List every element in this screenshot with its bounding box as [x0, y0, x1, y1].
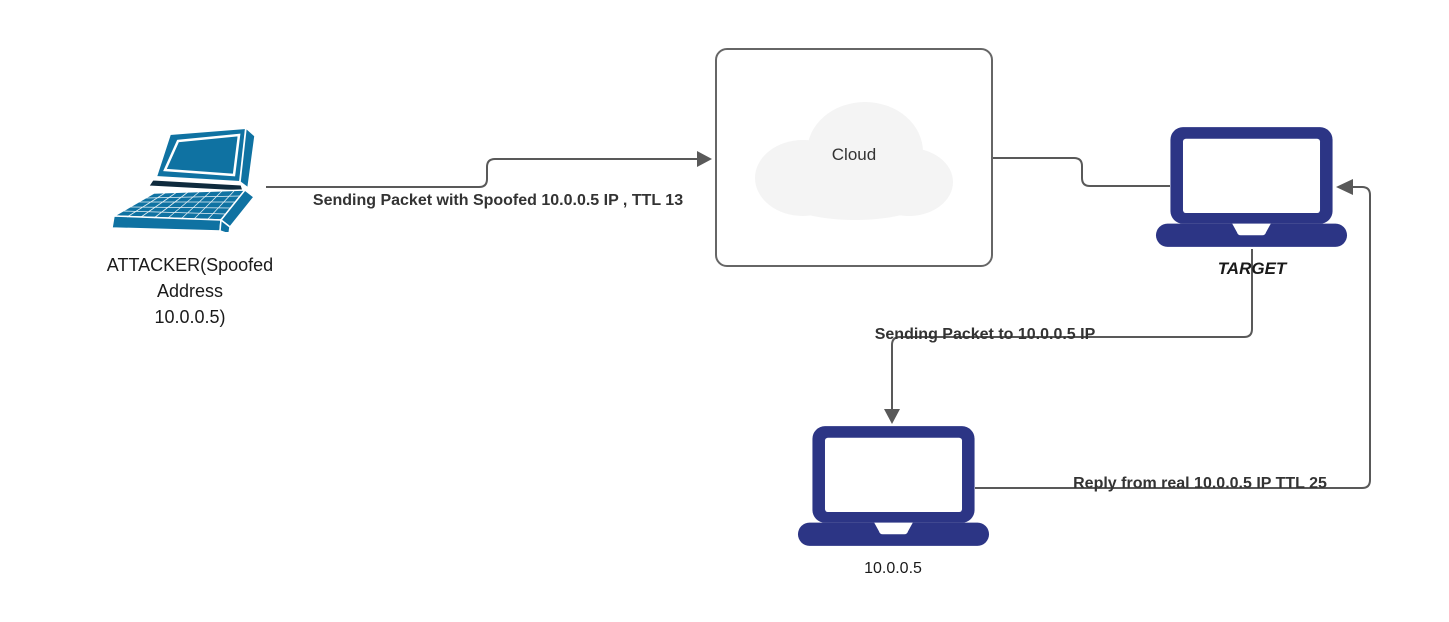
connector-attacker-to-cloud [266, 158, 698, 188]
cloud-icon [755, 102, 953, 220]
connector-cloud-to-target [991, 157, 1170, 187]
attacker-label: ATTACKER(Spoofed Address 10.0.0.5) [106, 255, 274, 327]
arrowhead-into-target [1336, 179, 1353, 195]
cloud-label: Cloud [831, 145, 877, 164]
cloud-node: Cloud [715, 48, 993, 267]
target-node [1155, 125, 1348, 249]
arrowhead-into-cloud [697, 151, 712, 167]
attacker-node [108, 126, 263, 235]
laptop-icon [1155, 127, 1348, 247]
real-host-node [797, 424, 990, 548]
edge-label-real-host-to-target: Reply from real 10.0.0.5 IP TTL 25 [1073, 475, 1327, 492]
edge-label-target-to-real-host: Sending Packet to 10.0.0.5 IP [874, 326, 1096, 343]
target-label: TARGET [1217, 259, 1287, 278]
laptop-icon [797, 426, 990, 546]
laptop-3d-icon [111, 126, 256, 235]
connector-real-host-to-target [975, 186, 1371, 489]
arrowhead-into-real-host [884, 409, 900, 424]
connector-target-to-real-host [891, 249, 1253, 410]
real-host-label: 10.0.0.5 [864, 560, 922, 577]
edge-label-attacker-to-cloud: Sending Packet with Spoofed 10.0.0.5 IP … [312, 192, 684, 209]
